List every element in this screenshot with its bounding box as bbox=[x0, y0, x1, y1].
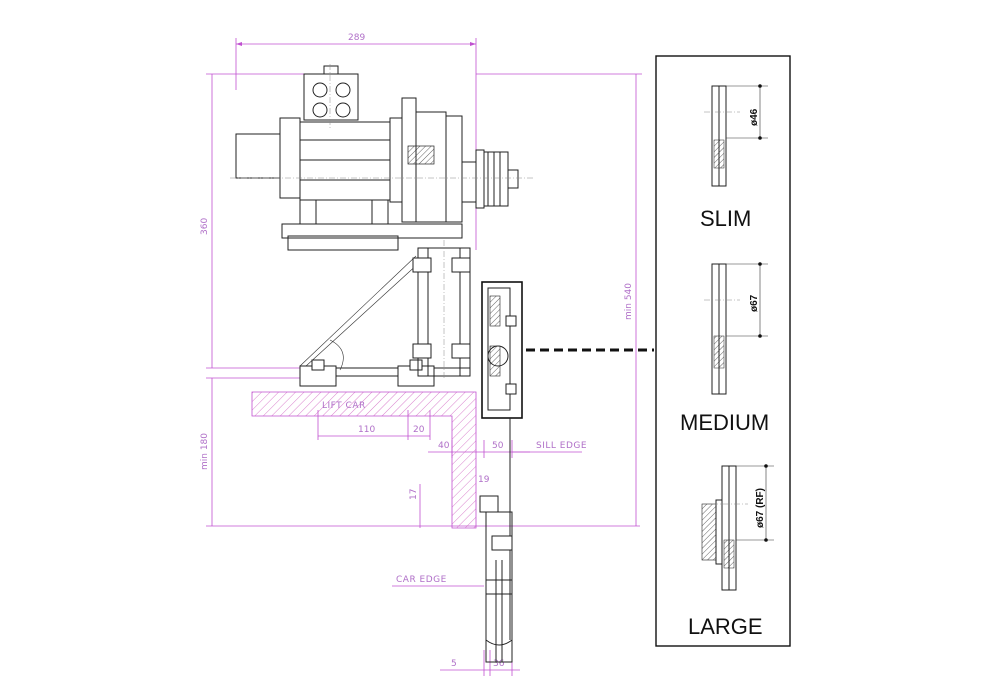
label-car-edge: CAR EDGE bbox=[396, 575, 447, 585]
medium-label: MEDIUM bbox=[680, 410, 769, 435]
dim-5: 5 bbox=[451, 659, 457, 669]
medium-detail: ø67 MEDIUM bbox=[680, 262, 769, 435]
dim-min-540: min 540 bbox=[624, 283, 634, 320]
large-diameter: ø67 (RF) bbox=[755, 488, 766, 528]
lower-roller bbox=[479, 495, 513, 663]
slim-detail: ø46 SLIM bbox=[700, 84, 768, 231]
large-label: LARGE bbox=[688, 614, 763, 639]
label-lift-car: LIFT CAR bbox=[322, 401, 366, 411]
dimension-lines bbox=[206, 38, 642, 676]
medium-diameter: ø67 bbox=[749, 294, 760, 312]
slim-diameter: ø46 bbox=[749, 108, 760, 126]
roller-size-panel: ø46 SLIM ø67 MEDIUM bbox=[655, 55, 791, 647]
motor-assembly bbox=[230, 64, 534, 251]
dim-50: 50 bbox=[492, 441, 504, 451]
slim-label: SLIM bbox=[700, 206, 751, 231]
lift-car-sill: LIFT CAR bbox=[251, 391, 477, 529]
dim-19: 19 bbox=[478, 475, 490, 485]
label-sill-edge: SILL EDGE bbox=[536, 441, 587, 451]
dim-20: 20 bbox=[413, 425, 425, 435]
vertical-column bbox=[412, 240, 471, 380]
dim-min-180: min 180 bbox=[200, 433, 210, 470]
dim-360: 360 bbox=[200, 218, 210, 235]
large-detail: ø67 (RF) LARGE bbox=[688, 464, 774, 639]
support-bracket bbox=[299, 255, 470, 387]
dim-40: 40 bbox=[438, 441, 450, 451]
dim-110: 110 bbox=[358, 425, 375, 435]
roller-detail bbox=[481, 281, 523, 640]
dim-17: 17 bbox=[409, 489, 419, 500]
dim-36: 36 bbox=[493, 659, 505, 669]
dim-289: 289 bbox=[348, 33, 365, 43]
